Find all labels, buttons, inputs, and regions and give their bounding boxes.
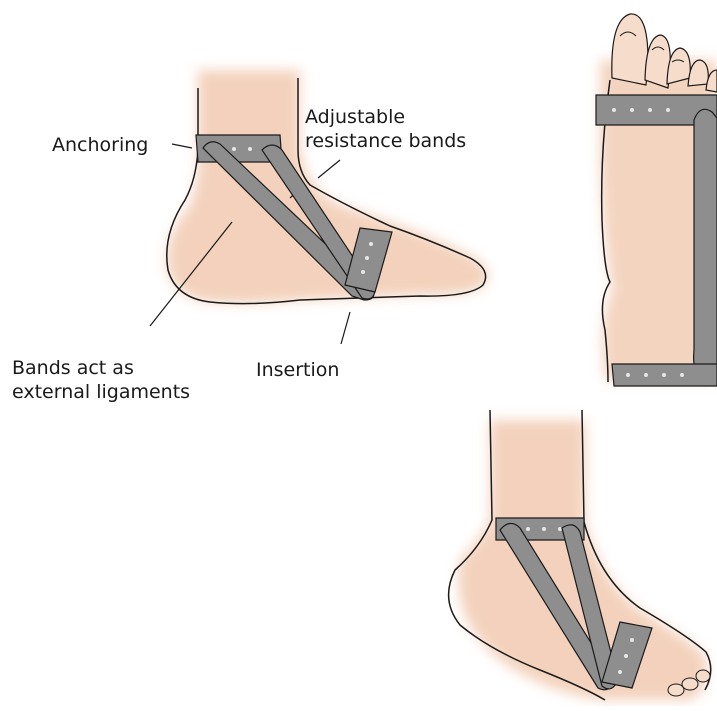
medial-view-foot <box>449 410 711 700</box>
adjustable-resistance-bands-label: Adjustable resistance bands <box>305 105 466 153</box>
adjustable-label-line2: resistance bands <box>305 129 466 153</box>
ligaments-label-line2: external ligaments <box>12 380 190 404</box>
adjustable-leader-line <box>318 160 340 178</box>
top-foot-toes <box>612 14 717 92</box>
top-view-foot <box>596 14 717 386</box>
anchoring-label-text: Anchoring <box>52 134 148 156</box>
adjustable-label-line1: Adjustable <box>305 105 466 129</box>
ligaments-label-line1: Bands act as <box>12 356 190 380</box>
insertion-label: Insertion <box>256 358 339 382</box>
insertion-label-text: Insertion <box>256 359 339 381</box>
insertion-leader-line <box>341 312 350 344</box>
external-ligaments-label: Bands act as external ligaments <box>12 356 190 404</box>
anchoring-leader-line <box>172 144 192 148</box>
anchoring-label: Anchoring <box>52 133 148 157</box>
top-view-resistance-band <box>694 109 717 378</box>
